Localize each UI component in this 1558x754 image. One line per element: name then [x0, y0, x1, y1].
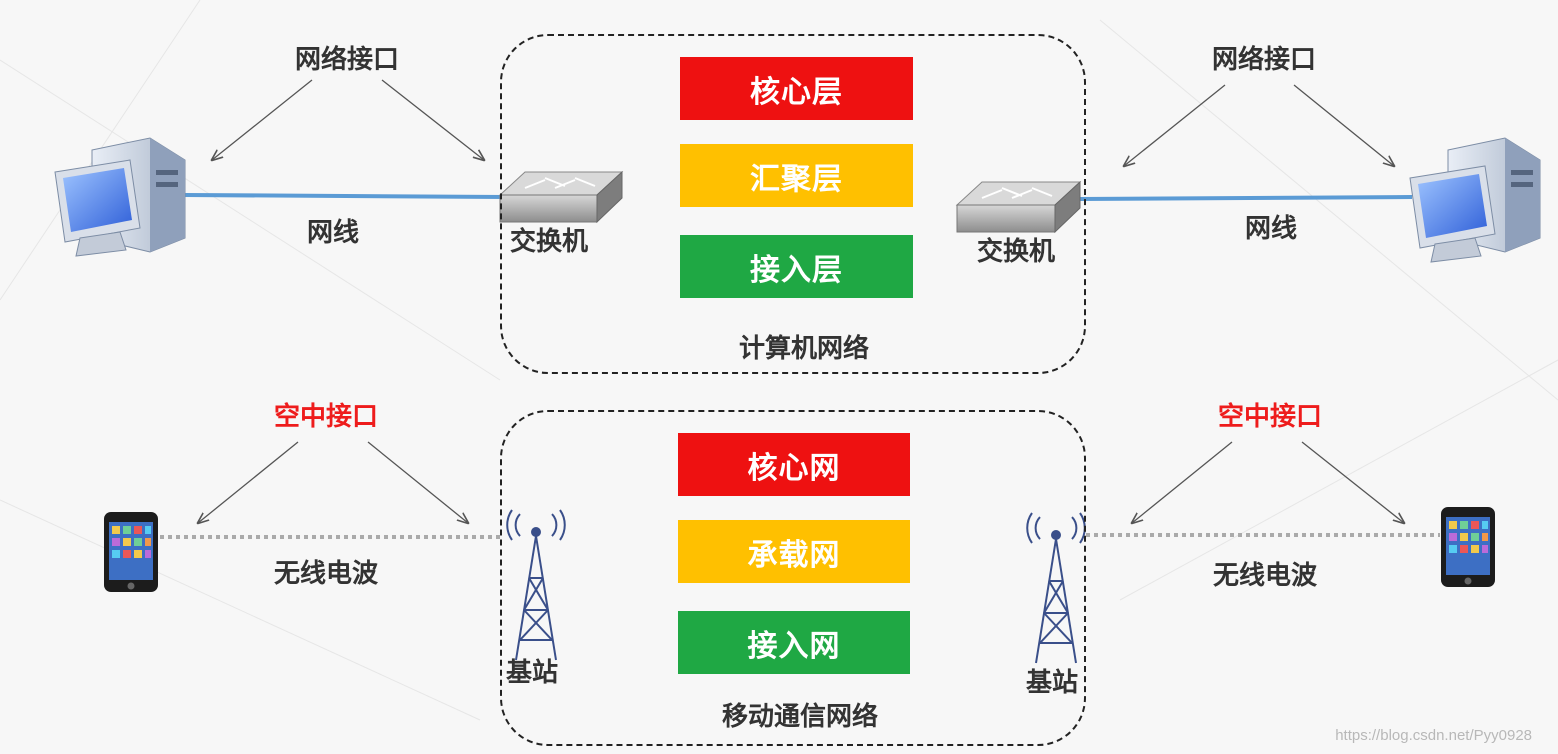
left-air-interface-label: 空中接口 [273, 402, 379, 432]
bearer-network-block: 承载网 [678, 520, 910, 583]
right-air-interface-label: 空中接口 [1217, 402, 1323, 432]
base-station-tower-icon [1026, 512, 1086, 664]
mobile-phone-icon [104, 512, 158, 592]
switch-icon [955, 180, 1082, 234]
mobile-network-box [500, 410, 1086, 746]
core-network-label: 核心网 [747, 450, 841, 486]
computer-network-title: 计算机网络 [738, 334, 870, 364]
arrow-right-air-to-phone [1301, 441, 1404, 523]
right-base-station-label: 基站 [1025, 668, 1079, 698]
desktop-computer-icon [1409, 137, 1541, 263]
watermark-text: https://blog.csdn.net/Pyy0928 [1335, 727, 1532, 744]
left-network-cable [184, 193, 506, 199]
mobile-network-title: 移动通信网络 [721, 702, 879, 732]
base-station-tower-icon [506, 509, 566, 661]
mobile-phone-icon [1441, 507, 1495, 587]
arrow-left-interface-to-switch [381, 79, 484, 160]
desktop-computer-icon [54, 137, 186, 257]
access-network-label: 接入网 [747, 628, 841, 664]
arrow-left-air-to-phone [198, 441, 299, 523]
access-layer-label: 接入层 [750, 252, 843, 288]
left-switch-label: 交换机 [509, 227, 589, 257]
arrow-right-air-to-station [1132, 441, 1233, 523]
computer-network-box [500, 34, 1086, 374]
left-network-interface-label: 网络接口 [294, 45, 400, 75]
left-cable-label: 网线 [306, 218, 360, 248]
arrow-right-interface-to-switch [1124, 84, 1226, 166]
left-radio-wave-label: 无线电波 [273, 559, 379, 589]
right-switch-label: 交换机 [976, 237, 1056, 267]
access-network-block: 接入网 [678, 611, 910, 674]
right-network-cable [1079, 195, 1413, 201]
core-layer-label: 核心层 [750, 74, 843, 110]
right-network-interface-label: 网络接口 [1211, 45, 1317, 75]
arrow-right-interface-to-pc [1293, 84, 1394, 166]
right-radio-wave-label: 无线电波 [1212, 561, 1318, 591]
aggregation-layer-block: 汇聚层 [680, 144, 913, 207]
left-base-station-label: 基站 [505, 658, 559, 688]
core-layer-block: 核心层 [680, 57, 913, 120]
arrow-left-interface-to-pc [212, 79, 313, 160]
access-layer-block: 接入层 [680, 235, 913, 298]
right-cable-label: 网线 [1244, 214, 1298, 244]
bearer-network-label: 承载网 [747, 537, 841, 573]
switch-icon [498, 170, 624, 224]
core-network-block: 核心网 [678, 433, 910, 496]
arrow-left-air-to-station [367, 441, 468, 523]
aggregation-layer-label: 汇聚层 [750, 161, 843, 197]
